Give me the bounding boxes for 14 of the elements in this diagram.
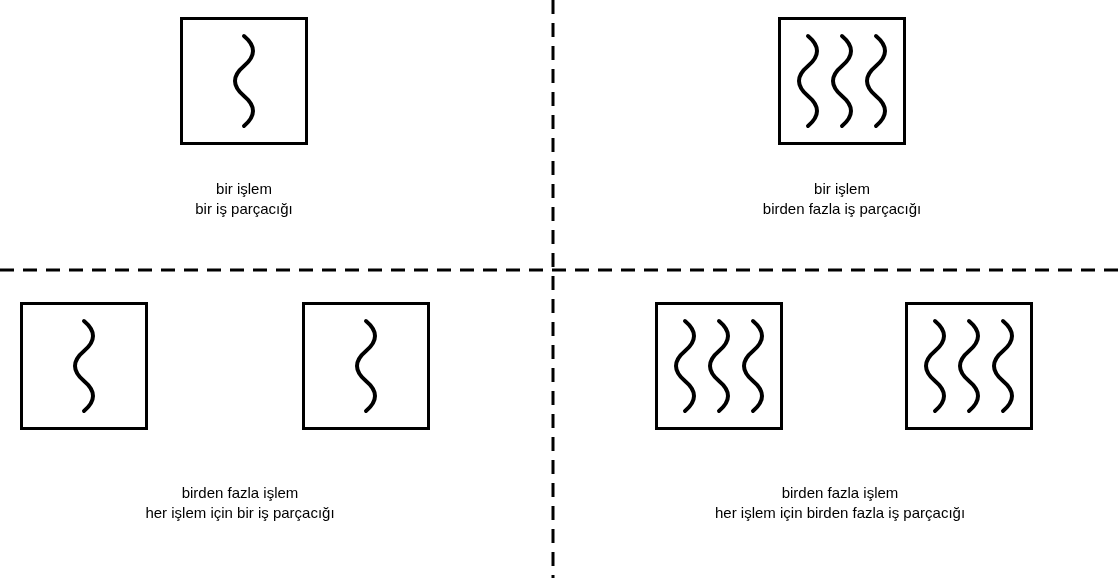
caption-text: birden fazla işlem bbox=[181, 484, 299, 502]
process-box bbox=[905, 302, 1033, 430]
process-box bbox=[20, 302, 148, 430]
caption-text: bir iş parçacığı bbox=[195, 200, 293, 218]
process-box bbox=[180, 17, 308, 145]
caption-text: birden fazla işlem bbox=[781, 484, 899, 502]
process-box bbox=[778, 17, 906, 145]
caption-text: bir işlem bbox=[814, 180, 870, 198]
process-box bbox=[302, 302, 430, 430]
caption-text: her işlem için birden fazla iş parçacığı bbox=[714, 504, 966, 522]
caption-text: bir işlem bbox=[216, 180, 272, 198]
process-box bbox=[655, 302, 783, 430]
caption-text: her işlem için bir iş parçacığı bbox=[145, 504, 335, 522]
caption-text: birden fazla iş parçacığı bbox=[762, 200, 922, 218]
